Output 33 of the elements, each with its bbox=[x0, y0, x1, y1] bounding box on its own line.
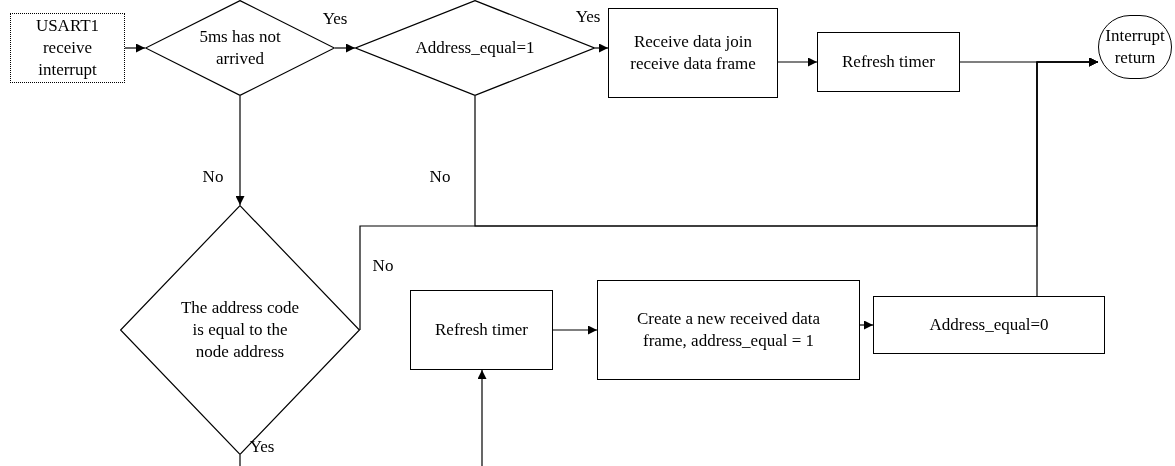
node-label: USART1 receive interrupt bbox=[34, 14, 101, 82]
arrow bbox=[777, 57, 818, 67]
edge-label: No bbox=[372, 256, 394, 274]
start-box bbox=[10, 13, 125, 83]
process-box bbox=[817, 32, 960, 92]
arrow bbox=[552, 325, 598, 335]
arrow bbox=[477, 369, 487, 466]
process-box bbox=[873, 296, 1105, 354]
node-label: Address_equal=0 bbox=[928, 313, 1050, 336]
edge-label: Yes bbox=[575, 7, 601, 25]
node-label: The address code is equal to the node address bbox=[180, 296, 300, 364]
arrow bbox=[1036, 57, 1099, 297]
arrow bbox=[859, 320, 874, 330]
arrow bbox=[334, 43, 356, 53]
node-label: Refresh timer bbox=[434, 318, 529, 341]
node-label: Address_equal=1 bbox=[414, 36, 536, 59]
node-label: Refresh timer bbox=[841, 50, 936, 73]
process-box bbox=[410, 290, 553, 370]
process-box bbox=[597, 280, 860, 380]
edge-label: Yes bbox=[322, 9, 348, 27]
edge-label: No bbox=[429, 167, 451, 185]
arrow bbox=[235, 95, 245, 206]
node-label: 5ms has not arrived bbox=[198, 25, 282, 70]
edge-label: Yes bbox=[249, 437, 275, 455]
decision-diamond bbox=[120, 205, 360, 455]
arrow bbox=[594, 43, 609, 53]
terminal-shape bbox=[1098, 15, 1172, 79]
process-box bbox=[608, 8, 778, 98]
node-label: Create a new received data frame, address_equal = 1 bbox=[635, 307, 822, 352]
edge-label: No bbox=[202, 167, 224, 185]
node-label: Interrupt return bbox=[1104, 24, 1166, 69]
arrow bbox=[124, 43, 146, 53]
node-label: Receive data join receive data frame bbox=[629, 30, 757, 75]
